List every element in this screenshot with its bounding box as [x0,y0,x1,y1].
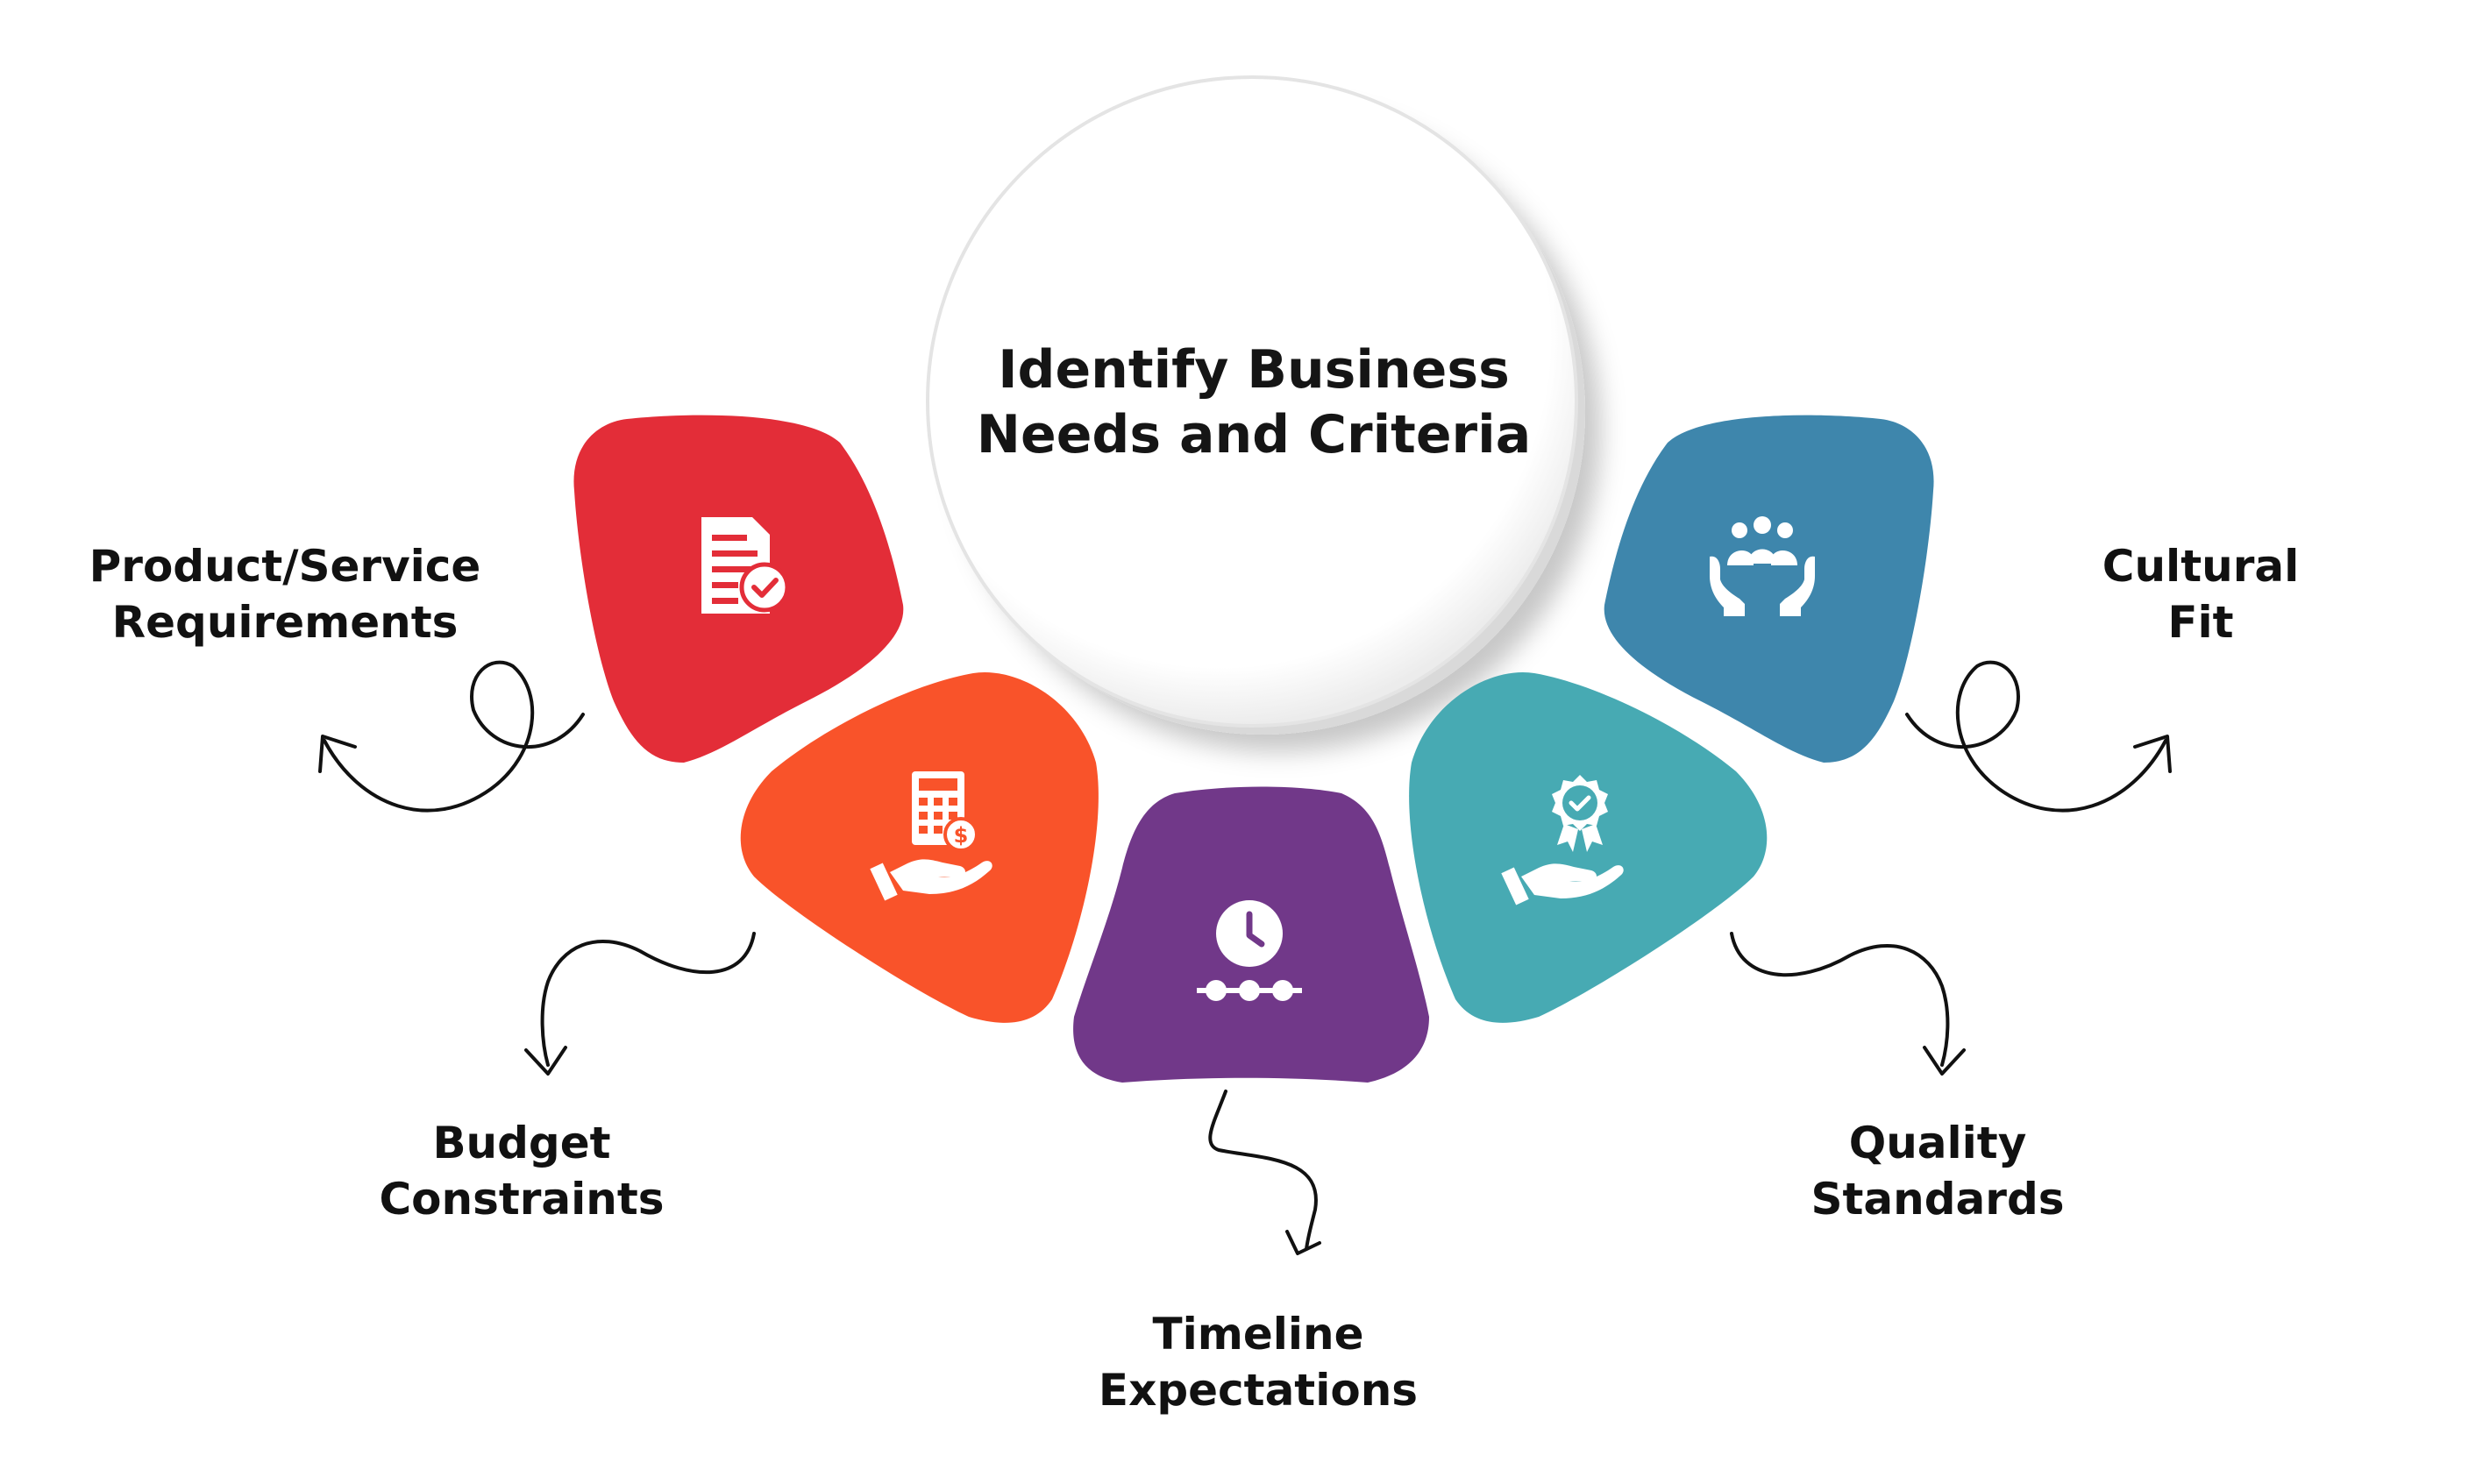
center-circle [926,75,1585,735]
label-quality-standards: Quality Standards [1754,1115,2122,1227]
center-title-line1: Identify Business [998,339,1510,401]
arrowhead-product-service [318,735,357,773]
arrowhead-cultural-fit [2133,735,2172,773]
label-product-service-line2: Requirements [111,597,459,648]
label-cultural-line1: Cultural [2102,541,2300,592]
label-budget-line1: Budget [432,1118,611,1168]
label-product-service-line1: Product/Service [89,541,481,592]
label-budget-constraints: Budget Constraints [338,1115,706,1227]
award-hand-icon [1501,775,1624,905]
label-cultural-fit: Cultural Fit [2017,538,2385,650]
calculator-hand-icon: $ [870,771,992,901]
petal-cultural-fit [1604,415,1934,763]
label-budget-line2: Constraints [379,1174,665,1225]
label-timeline-line1: Timeline [1152,1309,1364,1360]
petal-budget [740,671,1099,1023]
arrowhead-timeline [1285,1230,1321,1255]
arrowhead-budget [524,1046,567,1076]
center-title: Identify Business Needs and Criteria [947,337,1561,467]
connector-arrow-product-service [323,660,585,813]
connector-arrow-quality [1730,932,1950,1067]
clock-timeline-icon [1197,900,1302,1001]
svg-text:$: $ [954,823,969,848]
label-quality-line1: Quality [1848,1118,2027,1168]
label-quality-line2: Standards [1811,1174,2065,1225]
label-product-service-requirements: Product/Service Requirements [61,538,509,650]
document-check-icon [701,517,790,614]
label-timeline-line2: Expectations [1098,1365,1419,1416]
connector-arrow-cultural-fit [1905,660,2167,813]
arrowhead-quality [1923,1046,1966,1076]
label-timeline-expectations: Timeline Expectations [1052,1306,1464,1418]
team-hands-icon [1710,516,1815,616]
label-cultural-line2: Fit [2167,597,2234,648]
connector-arrow-budget [540,932,756,1067]
center-title-line2: Needs and Criteria [976,404,1532,465]
connector-arrow-timeline [1208,1090,1318,1251]
